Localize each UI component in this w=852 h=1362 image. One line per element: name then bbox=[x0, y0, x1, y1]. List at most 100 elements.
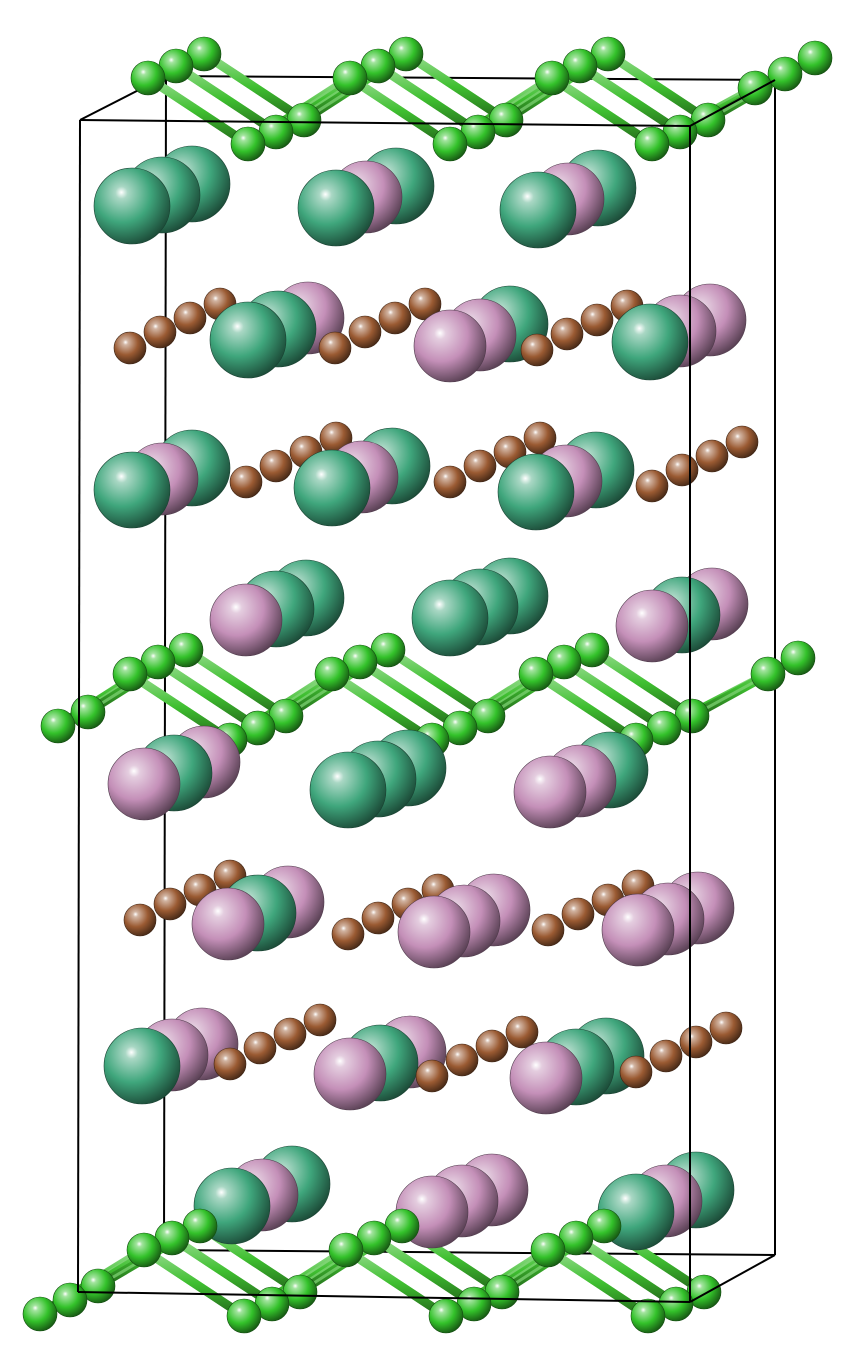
atom-bond bbox=[345, 73, 455, 149]
large-teal-atom bbox=[103, 1027, 181, 1105]
small-brown-atom bbox=[619, 1055, 653, 1089]
small-brown-atom bbox=[213, 1047, 247, 1081]
large-teal-atom bbox=[611, 303, 689, 381]
atom-bond bbox=[153, 657, 263, 733]
small-brown-atom bbox=[361, 901, 395, 935]
large-pink-atom bbox=[397, 895, 471, 969]
large-teal-atom bbox=[293, 449, 371, 527]
atom-bond bbox=[327, 669, 437, 745]
small-brown-atom bbox=[561, 897, 595, 931]
atom-bond bbox=[373, 61, 483, 137]
small-brown-atom bbox=[143, 315, 177, 349]
small-brown-atom bbox=[531, 913, 565, 947]
small-brown-atom bbox=[153, 887, 187, 921]
atom-bond bbox=[559, 657, 669, 733]
small-green-atom bbox=[80, 1268, 116, 1304]
small-green-atom bbox=[226, 1298, 262, 1334]
atom-bond bbox=[587, 645, 697, 721]
small-green-atom bbox=[428, 1298, 464, 1334]
small-brown-atom bbox=[243, 1031, 277, 1065]
large-pink-atom bbox=[513, 755, 587, 829]
small-green-atom bbox=[432, 126, 468, 162]
small-brown-atom bbox=[433, 465, 467, 499]
small-brown-atom bbox=[709, 1011, 743, 1045]
large-teal-atom bbox=[411, 579, 489, 657]
small-brown-atom bbox=[475, 1029, 509, 1063]
small-brown-atom bbox=[415, 1059, 449, 1093]
large-teal-atom bbox=[93, 167, 171, 245]
small-brown-atom bbox=[649, 1039, 683, 1073]
large-pink-atom bbox=[191, 887, 265, 961]
cell-edge-front bbox=[79, 119, 691, 127]
small-brown-atom bbox=[331, 917, 365, 951]
atom-bond bbox=[341, 1245, 451, 1321]
large-pink-atom bbox=[615, 589, 689, 663]
small-green-atom bbox=[797, 40, 833, 76]
atom-bond bbox=[355, 657, 465, 733]
large-teal-atom bbox=[497, 453, 575, 531]
atom-bond bbox=[199, 49, 309, 125]
atom-layer bbox=[22, 36, 833, 1334]
cell-edge-front bbox=[77, 119, 81, 1293]
atom-bond bbox=[603, 49, 713, 125]
small-green-atom bbox=[52, 1282, 88, 1318]
small-brown-atom bbox=[303, 1003, 337, 1037]
large-teal-atom bbox=[297, 169, 375, 247]
small-brown-atom bbox=[318, 331, 352, 365]
small-brown-atom bbox=[229, 465, 263, 499]
small-brown-atom bbox=[113, 331, 147, 365]
small-green-atom bbox=[530, 1232, 566, 1268]
small-brown-atom bbox=[348, 315, 382, 349]
unit-cell-front-edges bbox=[77, 79, 776, 1303]
small-brown-atom bbox=[695, 439, 729, 473]
small-green-atom bbox=[22, 1296, 58, 1332]
cell-edge-back bbox=[163, 1249, 776, 1256]
small-green-atom bbox=[112, 656, 148, 692]
small-brown-atom bbox=[635, 469, 669, 503]
small-brown-atom bbox=[550, 317, 584, 351]
small-brown-atom bbox=[679, 1025, 713, 1059]
large-pink-atom bbox=[209, 583, 283, 657]
small-green-atom bbox=[767, 56, 803, 92]
cell-edge-front bbox=[689, 79, 776, 127]
small-brown-atom bbox=[463, 449, 497, 483]
large-teal-atom bbox=[209, 301, 287, 379]
small-brown-atom bbox=[259, 449, 293, 483]
atom-bond bbox=[531, 669, 641, 745]
small-green-atom bbox=[332, 60, 368, 96]
small-green-atom bbox=[130, 60, 166, 96]
small-brown-atom bbox=[378, 301, 412, 335]
small-green-atom bbox=[70, 694, 106, 730]
cell-edge-back bbox=[165, 75, 776, 81]
large-teal-atom bbox=[499, 171, 577, 249]
small-green-atom bbox=[630, 1298, 666, 1334]
cell-edge-front bbox=[689, 1254, 776, 1303]
atom-bond bbox=[571, 1233, 681, 1309]
large-pink-atom bbox=[107, 747, 181, 821]
large-pink-atom bbox=[509, 1041, 583, 1115]
small-brown-atom bbox=[123, 903, 157, 937]
small-green-atom bbox=[40, 708, 76, 744]
atom-bond bbox=[575, 61, 685, 137]
small-green-atom bbox=[634, 126, 670, 162]
atom-bond bbox=[369, 1233, 479, 1309]
small-green-atom bbox=[314, 656, 350, 692]
large-pink-atom bbox=[413, 309, 487, 383]
small-brown-atom bbox=[173, 301, 207, 335]
small-green-atom bbox=[518, 656, 554, 692]
small-green-atom bbox=[230, 126, 266, 162]
large-teal-atom bbox=[309, 751, 387, 829]
small-green-atom bbox=[126, 1232, 162, 1268]
small-green-atom bbox=[328, 1232, 364, 1268]
atom-bond bbox=[167, 1233, 277, 1309]
atom-bond bbox=[401, 49, 511, 125]
small-brown-atom bbox=[725, 425, 759, 459]
small-brown-atom bbox=[665, 453, 699, 487]
small-green-atom bbox=[534, 60, 570, 96]
small-brown-atom bbox=[445, 1043, 479, 1077]
atom-bond bbox=[139, 1245, 249, 1321]
small-green-atom bbox=[750, 656, 786, 692]
atom-bond bbox=[181, 645, 291, 721]
bond-network bbox=[35, 49, 820, 1321]
